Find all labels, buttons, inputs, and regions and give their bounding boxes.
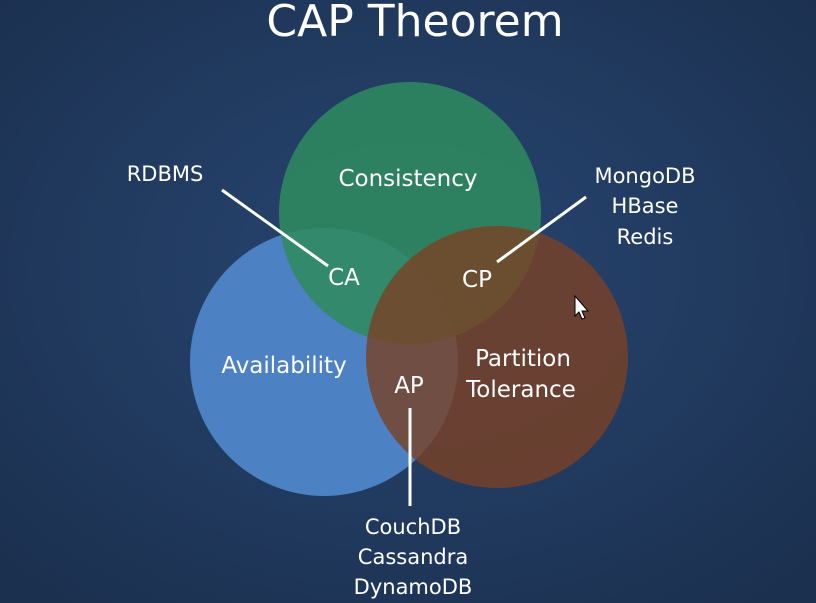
partition-tolerance-circle bbox=[366, 226, 628, 488]
cp-callout-item: HBase bbox=[612, 194, 679, 218]
ap-intersection-label: AP bbox=[394, 373, 424, 399]
ap-callout-item: DynamoDB bbox=[354, 575, 473, 599]
ca-callout-item: RDBMS bbox=[127, 162, 204, 186]
cp-callout-item: MongoDB bbox=[594, 164, 695, 188]
mouse-cursor-icon bbox=[574, 294, 590, 320]
ca-intersection-label: CA bbox=[328, 265, 360, 291]
availability-label: Availability bbox=[221, 353, 346, 379]
cp-callout-item: Redis bbox=[617, 225, 674, 249]
cp-connector-line bbox=[496, 195, 587, 264]
diagram-title: CAP Theorem bbox=[266, 0, 563, 47]
partition-label-line2: Tolerance bbox=[465, 377, 576, 403]
ap-callout-item: CouchDB bbox=[365, 515, 461, 539]
ca-connector-line bbox=[221, 188, 329, 268]
consistency-label: Consistency bbox=[338, 166, 477, 192]
ap-callout-item: Cassandra bbox=[358, 545, 468, 569]
partition-label-line1: Partition bbox=[475, 346, 571, 372]
cp-intersection-label: CP bbox=[462, 267, 492, 293]
